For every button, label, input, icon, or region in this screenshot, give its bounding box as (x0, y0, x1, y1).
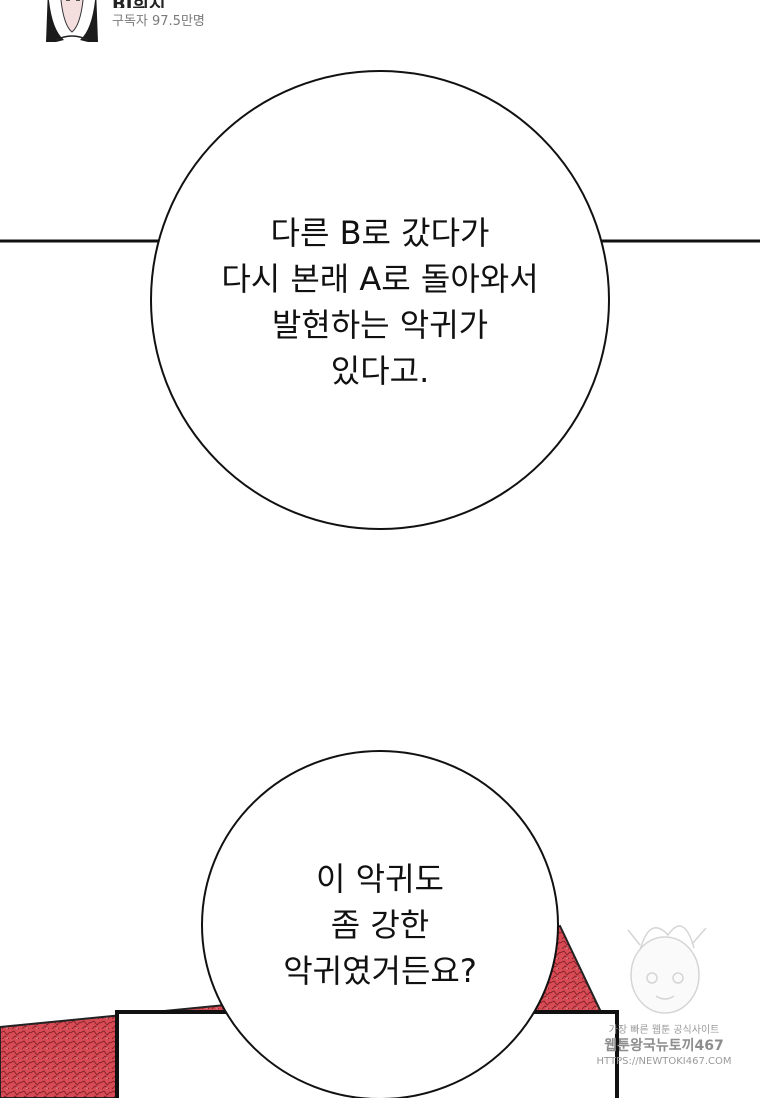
subscriber-count: 구독자 97.5만명 (112, 14, 205, 29)
dialogue-line: 이 악귀도 (316, 860, 444, 898)
watermark: 가장 빠른 웹툰 공식사이트 웹툰왕국뉴토끼467 HTTPS://NEWTOK… (596, 1024, 732, 1068)
speech-bubble-bottom (201, 750, 559, 1098)
watermark-tagline: 가장 빠른 웹툰 공식사이트 (608, 1025, 720, 1036)
watermark-mascot-icon (627, 925, 707, 1014)
dialogue-line: 발현하는 악귀가 (271, 306, 489, 344)
avatar[interactable] (42, 0, 102, 42)
dialogue-line: 좀 강한 (330, 906, 430, 944)
watermark-site-name: 웹툰왕국뉴토끼467 (604, 1038, 724, 1054)
dialogue-line: 다시 본래 A로 돌아와서 (221, 260, 539, 298)
watermark-url: HTTPS://NEWTOKI467.COM (596, 1056, 732, 1067)
dialogue-line: 있다고. (330, 352, 430, 390)
bubble-top-text: 다른 B로 갔다가 다시 본래 A로 돌아와서 발현하는 악귀가 있다고. (180, 210, 580, 394)
dialogue-line: 다른 B로 갔다가 (270, 214, 490, 252)
dialogue-line: 악귀였거든요? (283, 952, 477, 990)
streamer-header: BJ희지 구독자 97.5만명 (38, 0, 298, 44)
streamer-name: BJ희지 (112, 0, 166, 8)
bubble-bottom-text: 이 악귀도 좀 강한 악귀였거든요? (230, 856, 530, 994)
speech-bubble-top (150, 70, 610, 530)
